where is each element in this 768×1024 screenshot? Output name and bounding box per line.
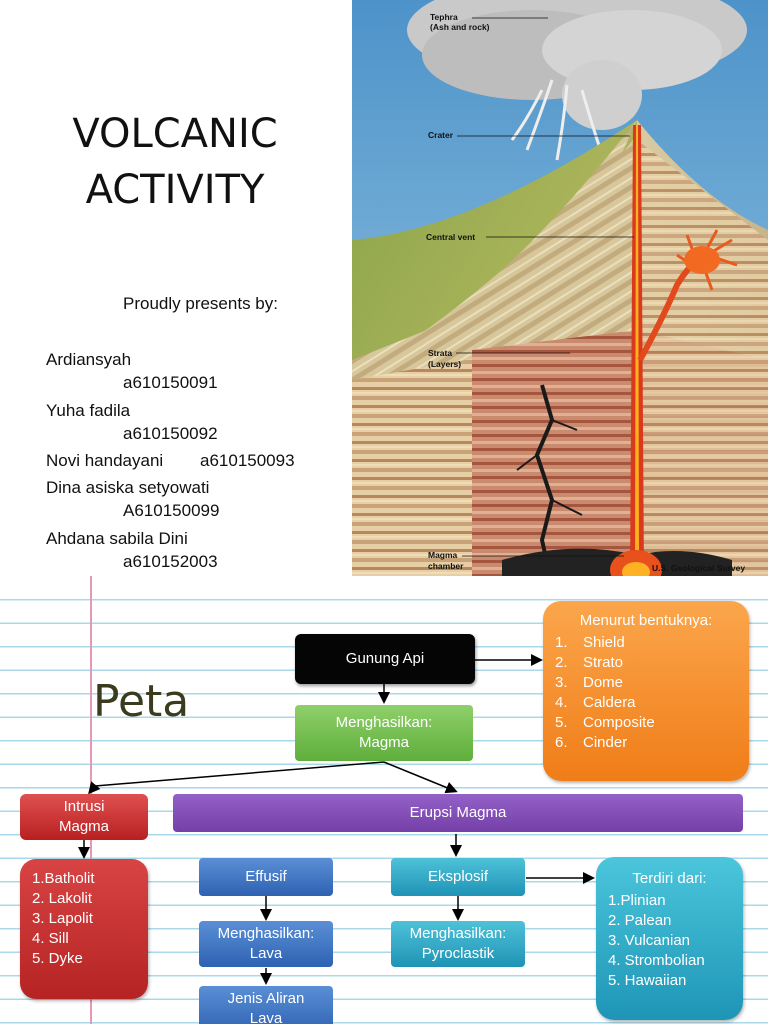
member-id: a610150093 bbox=[200, 451, 295, 471]
list-item: 3.Dome bbox=[555, 673, 623, 693]
label-central-vent: Central vent bbox=[426, 232, 475, 242]
label-strata-sub: (Layers) bbox=[428, 359, 461, 369]
list-item: 2.Strato bbox=[555, 653, 623, 673]
list-item: 2. Lakolit bbox=[32, 889, 92, 909]
list-item: 1.Plinian bbox=[608, 891, 666, 911]
eksplosif-label: Eksplosif bbox=[428, 867, 488, 887]
menghasilkan-label: Menghasilkan: bbox=[336, 713, 433, 733]
list-item: 5. Dyke bbox=[32, 949, 83, 969]
menghasilkan-magma-box: Menghasilkan: Magma bbox=[295, 705, 473, 761]
volcano-cross-section-illustration: Tephra (Ash and rock) Crater Central ven… bbox=[352, 0, 768, 576]
title-line-2: ACTIVITY bbox=[20, 162, 330, 218]
list-item: 4.Caldera bbox=[555, 693, 636, 713]
intrusi-label: Intrusi bbox=[64, 797, 105, 817]
terdiri-heading: Terdiri dari: bbox=[608, 869, 731, 889]
list-item: 6.Cinder bbox=[555, 733, 627, 753]
list-item: 3. Vulcanian bbox=[608, 931, 690, 951]
effusif-label: Effusif bbox=[245, 867, 286, 887]
erupsi-label: Erupsi Magma bbox=[410, 803, 507, 823]
lava-label: Lava bbox=[250, 944, 283, 964]
lava-label: Lava bbox=[250, 1009, 283, 1024]
member-name: Dina asiska setyowati bbox=[46, 478, 209, 498]
label-tephra-sub: (Ash and rock) bbox=[430, 22, 490, 32]
list-item: 5.Composite bbox=[555, 713, 655, 733]
member-id: a610150091 bbox=[123, 373, 218, 393]
list-item: 5. Hawaiian bbox=[608, 971, 686, 991]
intrusi-list-box: 1.Batholit 2. Lakolit 3. Lapolit 4. Sill… bbox=[20, 859, 148, 999]
menghasilkan-label: Menghasilkan: bbox=[218, 924, 315, 944]
terdiri-dari-box: Terdiri dari: 1.Plinian 2. Palean 3. Vul… bbox=[596, 857, 743, 1020]
bentuk-heading: Menurut bentuknya: bbox=[555, 611, 737, 631]
erupsi-magma-box: Erupsi Magma bbox=[173, 794, 743, 832]
eksplosif-box: Eksplosif bbox=[391, 858, 525, 896]
menghasilkan-lava-box: Menghasilkan: Lava bbox=[199, 921, 333, 967]
member-name: Novi handayani bbox=[46, 451, 163, 471]
label-crater: Crater bbox=[428, 130, 454, 140]
bentuk-list-box: Menurut bentuknya: 1.Shield 2.Strato 3.D… bbox=[543, 601, 749, 781]
member-id: a610150092 bbox=[123, 424, 218, 444]
magma-label: Magma bbox=[359, 733, 409, 753]
jenis-aliran-lava-box: Jenis Aliran Lava bbox=[199, 986, 333, 1024]
member-id: A610150099 bbox=[123, 501, 219, 521]
jenis-aliran-label: Jenis Aliran bbox=[228, 989, 305, 1009]
presents-text: Proudly presents by: bbox=[123, 294, 278, 314]
pyroclastik-label: Pyroclastik bbox=[422, 944, 495, 964]
label-magma-chamber: Magma bbox=[428, 550, 458, 560]
magma-label: Magma bbox=[59, 817, 109, 837]
label-strata: Strata bbox=[428, 348, 452, 358]
usgs-credit: U.S. Geological Survey bbox=[652, 563, 745, 573]
list-item: 1.Batholit bbox=[32, 869, 95, 889]
title-line-1: VOLCANIC bbox=[20, 106, 330, 162]
label-magma-chamber-sub: chamber bbox=[428, 561, 464, 571]
list-item: 2. Palean bbox=[608, 911, 671, 931]
title-slide: VOLCANIC ACTIVITY Proudly presents by: A… bbox=[0, 0, 768, 576]
list-item: 4. Sill bbox=[32, 929, 69, 949]
menghasilkan-label: Menghasilkan: bbox=[410, 924, 507, 944]
member-id: a610152003 bbox=[123, 552, 218, 572]
list-item: 3. Lapolit bbox=[32, 909, 93, 929]
member-name: Ahdana sabila Dini bbox=[46, 529, 188, 549]
concept-map-slide: Peta Gunung Api Menghasilkan: Magm bbox=[0, 576, 768, 1024]
effusif-box: Effusif bbox=[199, 858, 333, 896]
gunung-api-label: Gunung Api bbox=[346, 649, 424, 669]
slide-title: VOLCANIC ACTIVITY bbox=[20, 106, 330, 218]
intrusi-magma-box: Intrusi Magma bbox=[20, 794, 148, 840]
label-tephra: Tephra bbox=[430, 12, 458, 22]
list-item: 4. Strombolian bbox=[608, 951, 705, 971]
list-item: 1.Shield bbox=[555, 633, 625, 653]
member-name: Ardiansyah bbox=[46, 350, 131, 370]
gunung-api-box: Gunung Api bbox=[295, 634, 475, 684]
member-name: Yuha fadila bbox=[46, 401, 130, 421]
menghasilkan-pyroclastik-box: Menghasilkan: Pyroclastik bbox=[391, 921, 525, 967]
